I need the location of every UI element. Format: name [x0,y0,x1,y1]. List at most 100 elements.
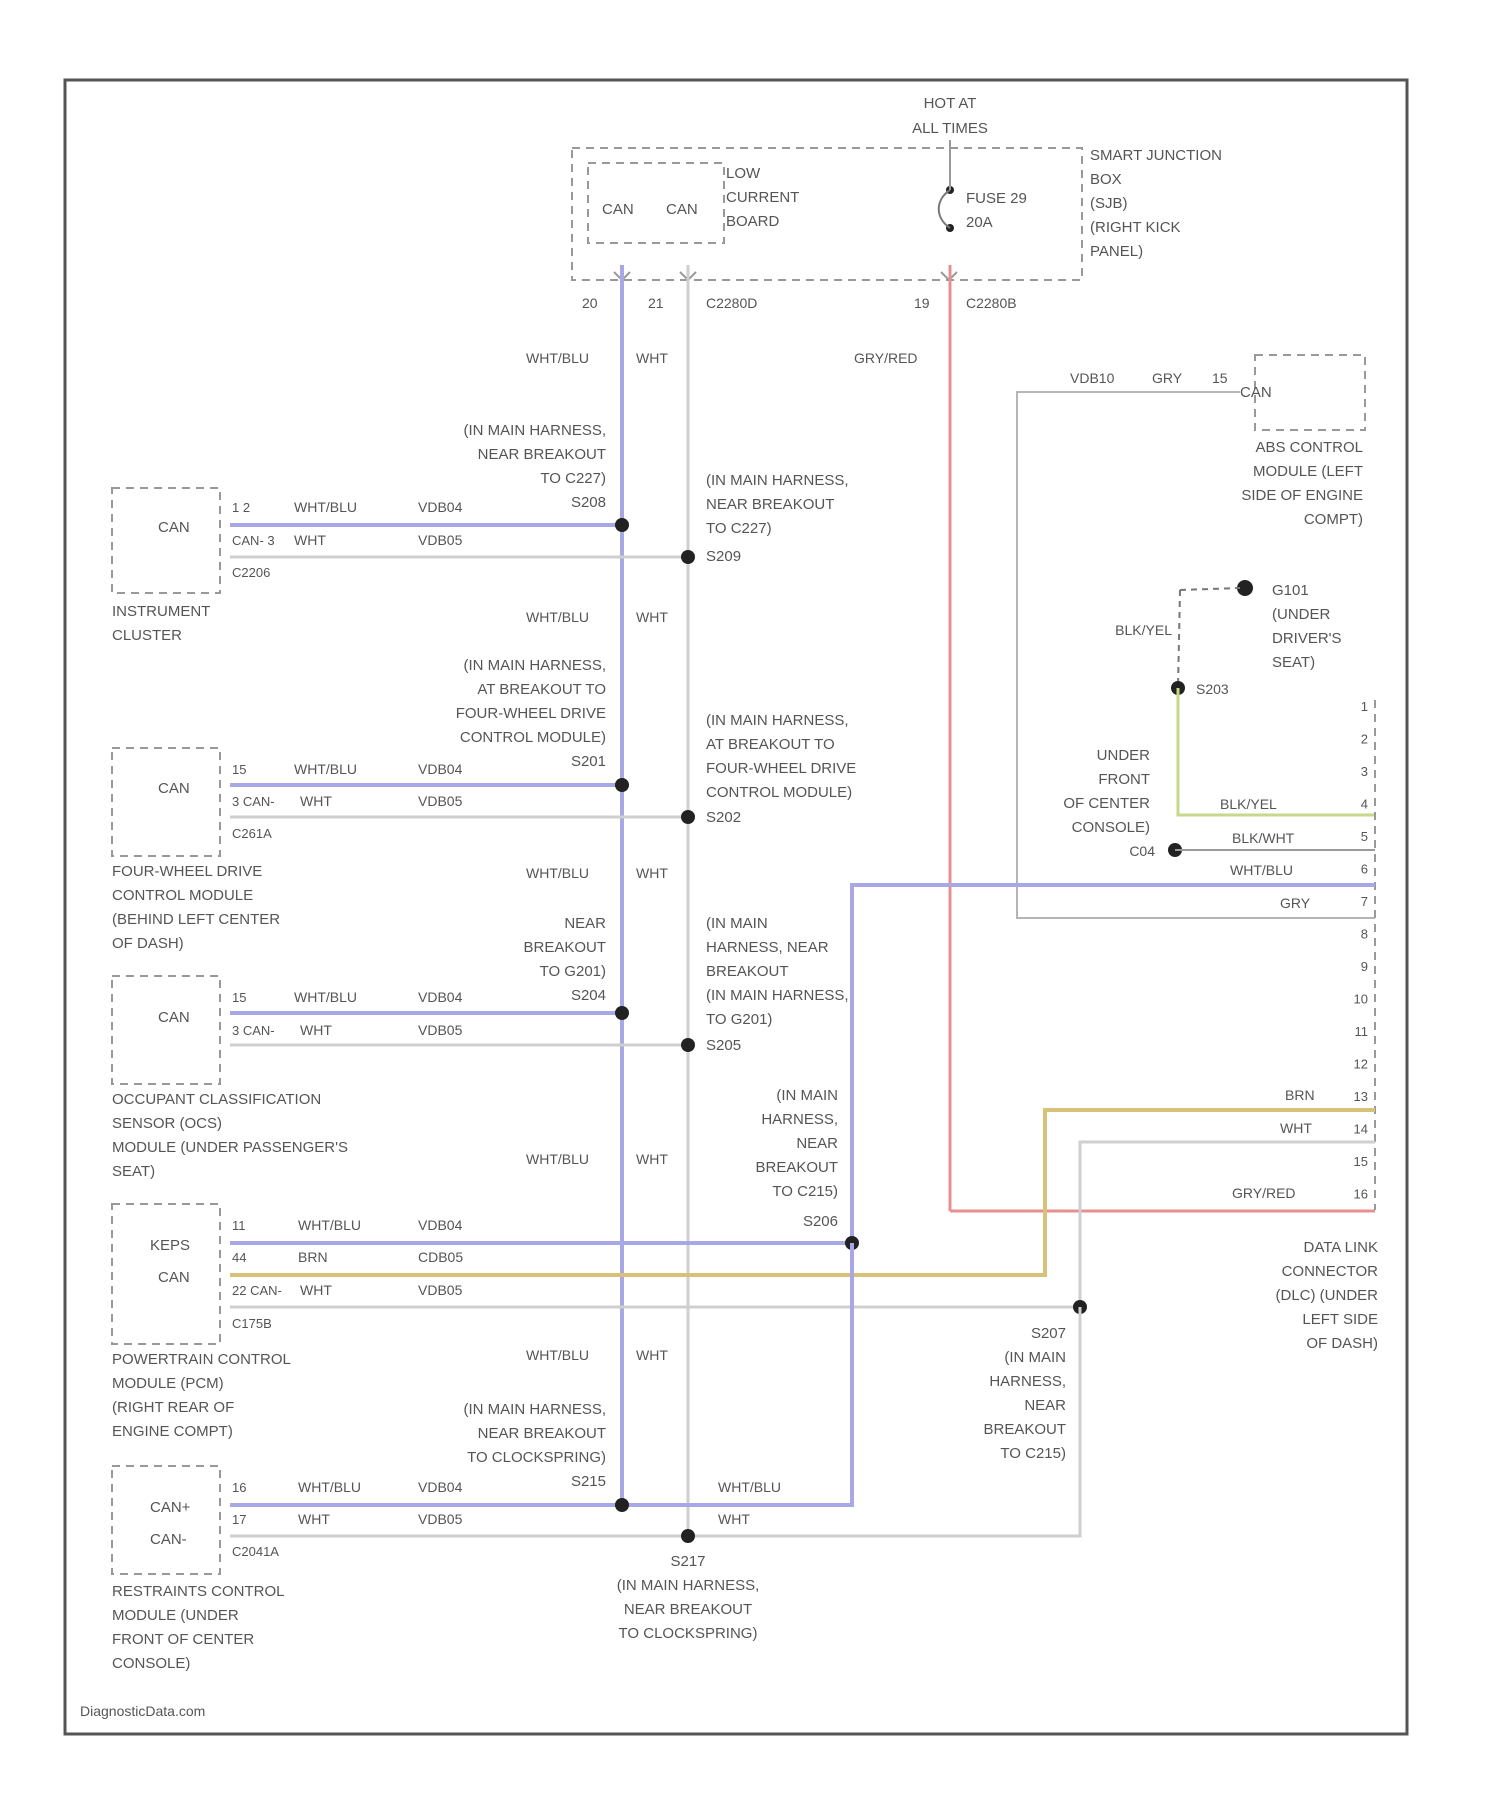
rcm-right-wire-w: WHT [718,1511,750,1527]
rcm-label-1: RESTRAINTS CONTROL [112,1583,285,1600]
rcm-conn: C2041A [232,1544,279,1559]
rcm-box [112,1466,220,1574]
dlc-pin-14: 14 [1354,1122,1368,1137]
s206-label-6: S206 [803,1213,838,1230]
s208-label-4: S208 [571,494,606,511]
ic-wire-code-a: VDB04 [418,499,463,515]
ground-c04: C04 [1129,843,1155,859]
ic-conn: C2206 [232,565,270,580]
s207-label-2: (IN MAIN [1004,1349,1066,1366]
pcm-wire-code-a: VDB04 [418,1217,463,1233]
dlc-pin-13: 13 [1354,1089,1368,1104]
splice-s215-icon [615,1498,629,1512]
s205-label-5: TO G201) [706,1011,772,1028]
dlc-pin-4: 4 [1361,797,1368,812]
s206-label-4: BREAKOUT [755,1159,838,1176]
g101-label-1: G101 [1272,582,1309,599]
s201-label-2: AT BREAKOUT TO [477,681,606,698]
under-front-label-4: CONSOLE) [1072,819,1150,836]
dlc-wire-7: GRY [1280,895,1311,911]
hot-label-2: ALL TIMES [912,120,988,137]
ground-g101-lead [1180,588,1240,590]
ocs-label-3: MODULE (UNDER PASSENGER'S [112,1139,348,1156]
dlc-pin-8: 8 [1361,927,1368,942]
pcm-keps: KEPS [150,1237,190,1254]
fuse-label-1: FUSE 29 [966,190,1027,207]
rcm-pin-b: 17 [232,1512,246,1527]
s208-label-1: (IN MAIN HARNESS, [463,422,606,439]
s205-label-3: BREAKOUT [706,963,789,980]
s207-label-6: TO C215) [1000,1445,1066,1462]
under-front-label-1: UNDER [1097,747,1151,764]
s204-label-1: NEAR [564,915,606,932]
s209-label-2: NEAR BREAKOUT [706,496,834,513]
ocs-pin-a: 15 [232,990,246,1005]
dlc-pin-9: 9 [1361,959,1368,974]
s201-label-1: (IN MAIN HARNESS, [463,657,606,674]
board-label-3: BOARD [726,213,780,230]
s207-label-3: HARNESS, [989,1373,1066,1390]
fwd-box [112,748,220,856]
sjb-label-3: (SJB) [1090,195,1128,212]
dlc-pin-16: 16 [1354,1187,1368,1202]
abs-label-2: MODULE (LEFT [1253,463,1363,480]
pcm-wire-wb: WHT/BLU [298,1217,361,1233]
s215-label-4: S215 [571,1473,606,1490]
g101-label-4: SEAT) [1272,654,1315,671]
sjb-conn-1: C2280D [706,295,757,311]
s217-label-3: NEAR BREAKOUT [624,1601,752,1618]
sjb-label-1: SMART JUNCTION [1090,147,1222,164]
s208-label-2: NEAR BREAKOUT [478,446,606,463]
rcm-wire-wb: WHT/BLU [298,1479,361,1495]
s202-label-4: CONTROL MODULE) [706,784,852,801]
fwd-pin-a: 15 [232,762,246,777]
s217-label-1: S217 [670,1553,705,1570]
dlc-pin-15: 15 [1354,1154,1368,1169]
dlc-pin-6: 6 [1361,862,1368,877]
trunk-wb-label-2: WHT/BLU [526,609,589,625]
under-front-label-2: FRONT [1098,771,1150,788]
s204-label-3: TO G201) [540,963,606,980]
fwd-can: CAN [158,780,190,797]
dlc-wire-6: WHT/BLU [1230,862,1293,878]
s215-label-2: NEAR BREAKOUT [478,1425,606,1442]
abs-label-4: COMPT) [1304,511,1363,528]
s206-label-2: HARNESS, [761,1111,838,1128]
pcm-pin-a: 11 [232,1218,246,1233]
rcm-right-wire-wb: WHT/BLU [718,1479,781,1495]
sjb-label-4: (RIGHT KICK [1090,219,1181,236]
ocs-box [112,976,220,1084]
dlc-pin-10: 10 [1354,992,1368,1007]
ocs-label-1: OCCUPANT CLASSIFICATION [112,1091,321,1108]
s215-label-3: TO CLOCKSPRING) [467,1449,606,1466]
s201-label-5: S201 [571,753,606,770]
sjb-pin-19: 19 [914,295,930,311]
fwd-label-4: OF DASH) [112,935,184,952]
s217-label-4: TO CLOCKSPRING) [619,1625,758,1642]
pcm-conn: C175B [232,1316,272,1331]
s202-label-2: AT BREAKOUT TO [706,736,835,753]
fwd-wire-wb: WHT/BLU [294,761,357,777]
ic-label-1: INSTRUMENT [112,603,210,620]
pcm-label-1: POWERTRAIN CONTROL [112,1351,291,1368]
sjb-label-2: BOX [1090,171,1122,188]
hot-label-1: HOT AT [924,95,977,112]
pcm-wire-w: WHT [300,1282,332,1298]
sjb-pin-21: 21 [648,295,664,311]
s207-label-1: S207 [1031,1325,1066,1342]
s209-label-1: (IN MAIN HARNESS, [706,472,849,489]
s202-label-5: S202 [706,809,741,826]
rcm-label-4: CONSOLE) [112,1655,190,1672]
dlc-label-1: DATA LINK [1304,1239,1378,1256]
s205-label-6: S205 [706,1037,741,1054]
s207-label-4: NEAR [1024,1397,1066,1414]
pcm-label-3: (RIGHT REAR OF [112,1399,234,1416]
sjb-can-1: CAN [602,201,634,218]
ocs-label-4: SEAT) [112,1163,155,1180]
splice-s205-icon [681,1038,695,1052]
rcm-wire-w: WHT [298,1511,330,1527]
fuse-icon [939,190,950,228]
ocs-wire-code-a: VDB04 [418,989,463,1005]
splice-s209-icon [681,550,695,564]
